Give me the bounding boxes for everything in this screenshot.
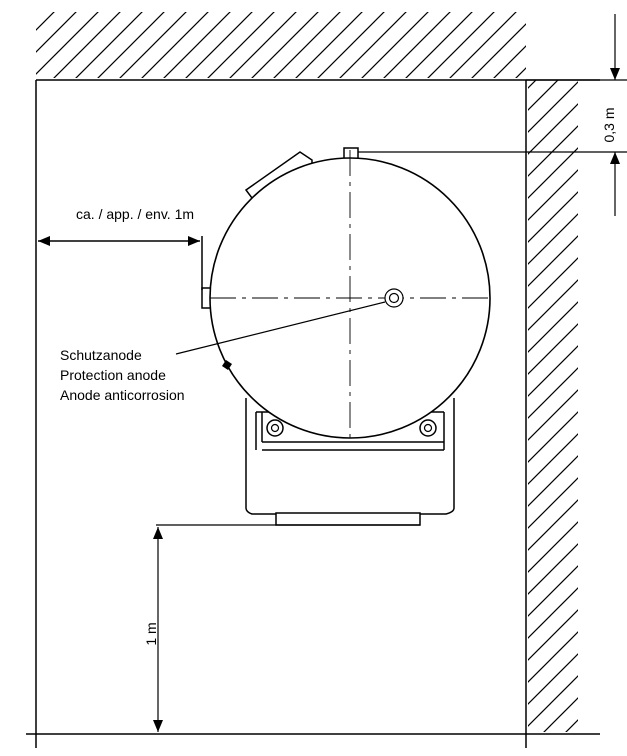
side-clearance-label: ca. / app. / env. 1m [76,206,194,222]
anode-label-de: Schutzanode [60,347,142,363]
ceiling-wall [36,12,600,81]
anode-label-en: Protection anode [60,367,166,383]
anode-label-fr: Anode anticorrosion [60,387,185,403]
anode-leader-line [175,301,386,355]
bottom-clearance-dimension [153,524,420,732]
top-clearance-label: 0,3 m [601,107,617,142]
drain-valve [222,360,232,370]
top-clearance-dimension [358,14,627,216]
mounting-bolt-right [419,419,437,437]
right-wall [525,80,578,748]
center-lines [210,150,490,440]
room-outline [26,80,600,748]
mounting-bolt-left [266,419,284,437]
protection-anode [384,288,404,308]
bottom-clearance-label: 1 m [143,622,159,645]
